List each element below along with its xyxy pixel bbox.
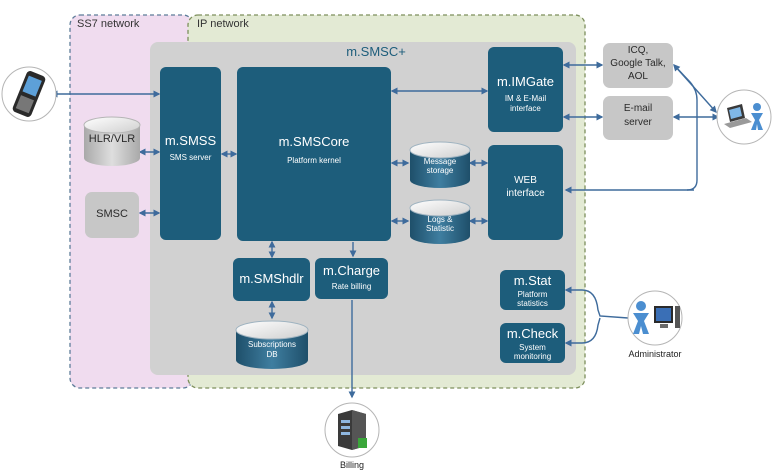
- im-services-box[interactable]: ICQ, Google Talk, AOL: [603, 43, 673, 88]
- imgate-subtitle-1: IM & E-Mail: [504, 94, 547, 103]
- mobile-phone-icon: [12, 71, 46, 117]
- charge-title: m.Charge: [322, 263, 381, 278]
- smsc-box[interactable]: SMSC: [85, 192, 139, 238]
- message-storage-label-2: storage: [426, 166, 454, 175]
- smss-module[interactable]: m.SMSS SMS server: [160, 67, 221, 240]
- ss7-zone-label: SS7 network: [77, 18, 140, 30]
- charge-module[interactable]: m.Charge Rate billing: [315, 258, 388, 299]
- hlr-vlr-cylinder: [83, 116, 141, 166]
- stat-admin-link: [564, 286, 629, 319]
- im-user-curve: [673, 64, 698, 191]
- check-subtitle-2: monitoring: [513, 352, 552, 361]
- smss-subtitle: SMS server: [169, 153, 212, 162]
- billing-server-icon: [338, 410, 367, 450]
- web-line-2: interface: [506, 188, 545, 199]
- imgate-title: m.IMGate: [496, 74, 555, 89]
- subscriptions-label-2: DB: [266, 350, 278, 359]
- smsc-label: SMSC: [96, 208, 128, 220]
- logs-label-1: Logs &: [427, 215, 453, 224]
- email-line-2: server: [624, 117, 652, 128]
- smshdlr-module[interactable]: m.SMShdlr: [233, 258, 310, 301]
- laptop-user-icon: [724, 103, 763, 130]
- hlr-vlr-label: HLR/VLR: [88, 133, 136, 145]
- stat-subtitle-2: statistics: [517, 299, 548, 308]
- check-title: m.Check: [506, 326, 559, 341]
- check-module[interactable]: m.Check System monitoring: [500, 323, 565, 363]
- administrator-label: Administrator: [628, 349, 682, 359]
- smscore-subtitle: Platform kernel: [287, 156, 341, 165]
- check-subtitle-1: System: [519, 343, 546, 352]
- check-admin-link: [564, 317, 601, 347]
- im-line-3: AOL: [627, 71, 648, 82]
- message-storage-cylinder: [409, 141, 471, 188]
- smss-title: m.SMSS: [164, 133, 217, 148]
- platform-title: m.SMSC+: [346, 44, 406, 59]
- stat-module[interactable]: m.Stat Platform statistics: [500, 270, 565, 310]
- stat-title: m.Stat: [513, 273, 552, 288]
- web-interface-module[interactable]: WEB interface: [488, 145, 563, 240]
- email-server-box[interactable]: E-mail server: [603, 96, 673, 140]
- logs-label-2: Statistic: [425, 224, 454, 233]
- im-line-1: ICQ,: [627, 45, 649, 56]
- billing-label: Billing: [339, 460, 364, 470]
- email-line-1: E-mail: [623, 103, 653, 114]
- im-line-2: Google Talk,: [610, 58, 666, 69]
- web-line-1: WEB: [514, 175, 537, 186]
- imgate-subtitle-2: interface: [510, 104, 541, 113]
- ip-zone-label: IP network: [197, 18, 249, 30]
- im-user-link: [673, 63, 717, 114]
- smscore-title: m.SMSCore: [278, 134, 350, 149]
- stat-subtitle-1: Platform: [517, 290, 548, 299]
- subscriptions-label-1: Subscriptions: [247, 340, 297, 349]
- administrator-icon: [633, 301, 680, 334]
- charge-subtitle: Rate billing: [331, 282, 372, 291]
- imgate-module[interactable]: m.IMGate IM & E-Mail interface: [488, 47, 563, 132]
- logs-storage-cylinder: [409, 199, 471, 244]
- message-storage-label-1: Message: [423, 157, 457, 166]
- connectors: [50, 61, 720, 399]
- smshdlr-title: m.SMShdlr: [239, 271, 304, 286]
- subscriptions-db-cylinder: [235, 320, 309, 369]
- smscore-module[interactable]: m.SMSCore Platform kernel: [237, 67, 391, 241]
